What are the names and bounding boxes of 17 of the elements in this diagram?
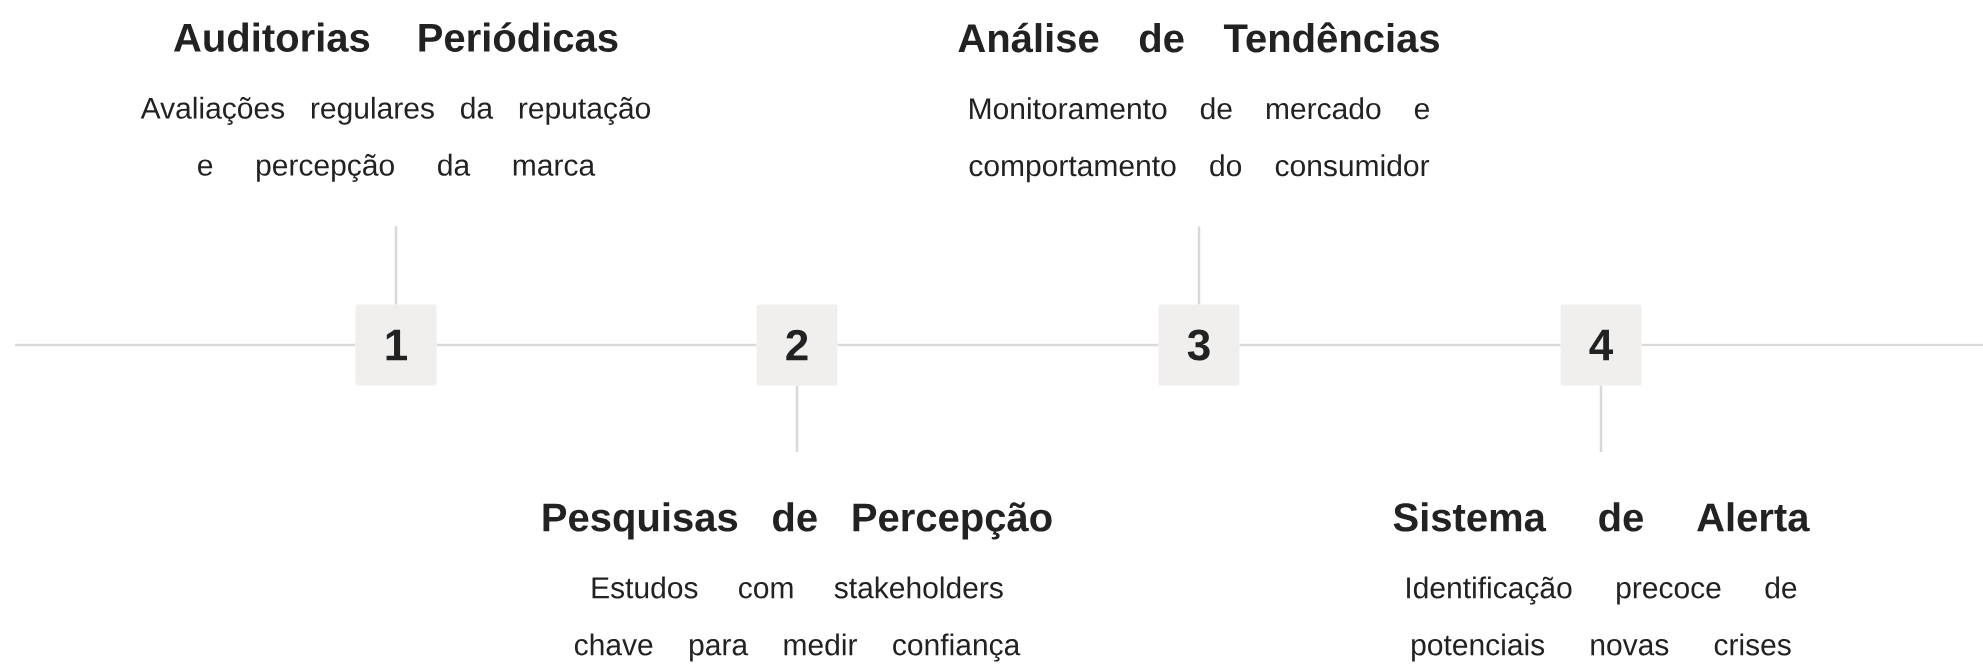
milestone-text: Auditorias Periódicas Avaliações regulares da reputação e percepção da marca [140, 22, 651, 182]
connector-line [1197, 226, 1201, 305]
number-box: 1 [355, 304, 437, 386]
milestone-text: Sistema de Alerta Identificação precoce de potenciais novas crises [1393, 502, 1810, 662]
connector-line [837, 343, 1159, 347]
connector-line [394, 226, 398, 305]
milestone-text: Análise de Tendências Monitoramento de mercado e comportamento do consumidor [958, 22, 1439, 183]
milestone-text: Pesquisas de Percepção Estudos com stakeholders chave para medir confiança [543, 502, 1052, 662]
connector-line [436, 343, 757, 347]
number-box: 4 [1560, 304, 1642, 386]
number-box: 2 [756, 304, 838, 386]
connector-line [795, 385, 799, 452]
number-box: 3 [1158, 304, 1240, 386]
connector-line [1641, 343, 1983, 347]
connector-line [15, 343, 356, 347]
connector-line [1599, 385, 1603, 452]
connector-line [1239, 343, 1561, 347]
